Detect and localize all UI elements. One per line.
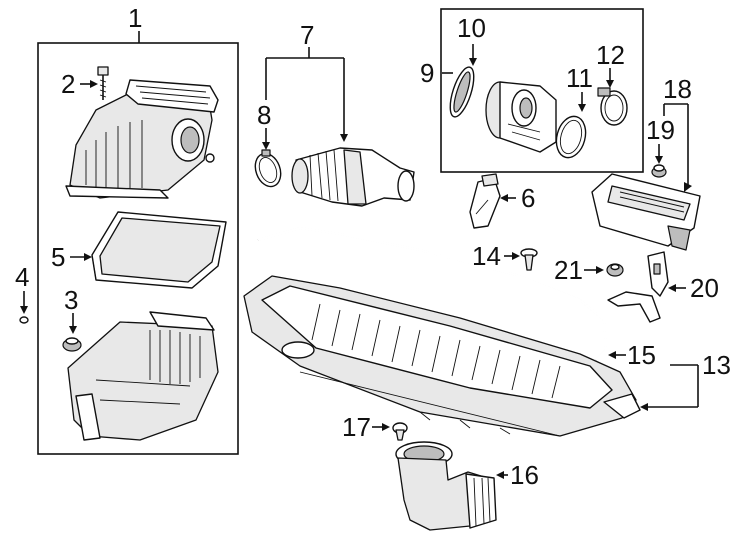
callout-11: 11 <box>566 63 593 93</box>
bracket-icon <box>607 251 669 323</box>
washer-icon <box>19 316 29 324</box>
callout-4: 4 <box>15 262 30 292</box>
callout-10: 10 <box>457 13 486 43</box>
callout-19: 19 <box>646 115 675 145</box>
group-box-resonator <box>440 8 644 173</box>
push-pin-icon <box>392 422 408 441</box>
air-cleaner-lower-housing <box>67 311 219 441</box>
callout-3: 3 <box>64 285 79 315</box>
callout-17: 17 <box>342 412 371 442</box>
callout-9: 9 <box>420 58 435 88</box>
clamp-icon <box>254 149 282 188</box>
lower-tray <box>243 275 641 437</box>
bolt-icon <box>97 66 109 100</box>
callout-18: 18 <box>663 74 692 104</box>
callout-13: 13 <box>702 350 731 380</box>
clamp-icon-11 <box>555 115 587 159</box>
air-filter-element <box>91 211 227 289</box>
intake-duct <box>291 147 415 207</box>
push-clip-icon <box>520 248 538 271</box>
callout-5: 5 <box>51 242 66 272</box>
nut-icon <box>606 263 624 277</box>
resonator <box>485 81 557 153</box>
callout-14: 14 <box>472 241 501 271</box>
cover-panel <box>591 173 701 251</box>
clamp-icon-12 <box>597 87 628 126</box>
intake-elbow <box>395 441 497 531</box>
callout-7: 7 <box>300 20 315 50</box>
group-box-air-cleaner <box>37 42 239 455</box>
callout-8: 8 <box>257 100 272 130</box>
callout-20: 20 <box>690 273 719 303</box>
callout-2: 2 <box>61 69 76 99</box>
callout-12: 12 <box>596 40 625 70</box>
grommet-icon <box>62 337 82 352</box>
callout-6: 6 <box>521 183 536 213</box>
air-cleaner-upper-housing <box>65 79 219 199</box>
clamp-icon-9 <box>449 66 475 118</box>
callout-16: 16 <box>510 460 539 490</box>
callout-21: 21 <box>554 255 583 285</box>
leader-lines <box>20 31 699 479</box>
callout-1: 1 <box>128 3 143 33</box>
callout-15: 15 <box>627 340 656 370</box>
mass-air-flow-sensor <box>469 173 501 229</box>
cap-icon <box>651 164 667 178</box>
